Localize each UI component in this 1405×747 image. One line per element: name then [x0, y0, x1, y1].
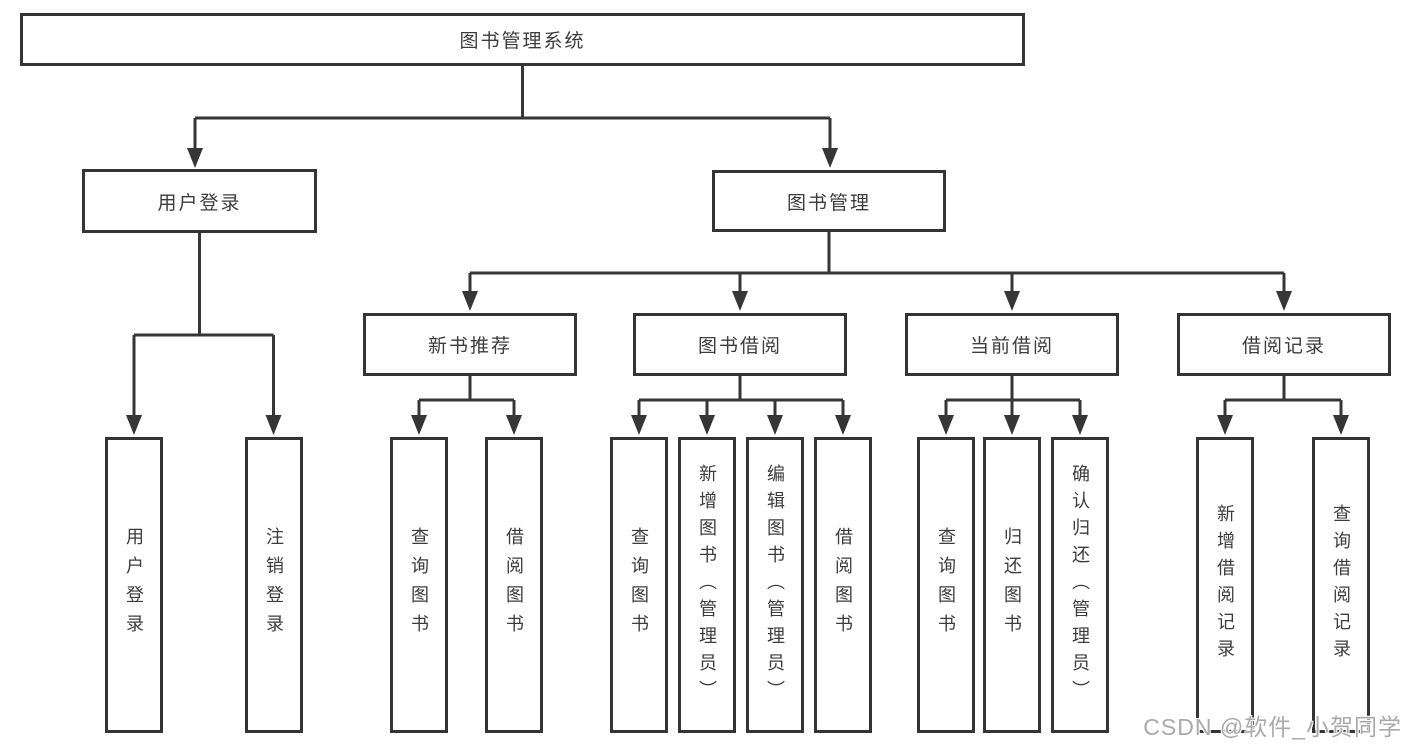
leaf-current-query-books: 查询图书: [917, 437, 975, 733]
leaf-recommend-borrow-books: 借阅图书: [485, 437, 543, 733]
leaf-user-login: 用户登录: [105, 437, 163, 733]
leaf-edit-books-admin: 编辑图书（管理员）: [746, 437, 804, 733]
node-borrow-records: 借阅记录: [1177, 313, 1391, 376]
leaf-borrow-books: 借阅图书: [814, 437, 872, 733]
node-user-login: 用户登录: [82, 169, 317, 233]
node-current-borrow: 当前借阅: [905, 313, 1119, 376]
node-root: 图书管理系统: [20, 13, 1025, 66]
leaf-add-borrow-record: 新增借阅记录: [1196, 437, 1254, 733]
leaf-borrow-query-books: 查询图书: [610, 437, 668, 733]
leaf-confirm-return-admin: 确认归还（管理员）: [1051, 437, 1109, 733]
leaf-return-books: 归还图书: [983, 437, 1041, 733]
leaf-query-borrow-record: 查询借阅记录: [1312, 437, 1370, 733]
csdn-watermark: CSDN @软件_小贺同学: [1143, 714, 1402, 740]
leaf-recommend-query-books: 查询图书: [390, 437, 448, 733]
node-book-borrow: 图书借阅: [633, 313, 847, 376]
leaf-add-books-admin: 新增图书（管理员）: [678, 437, 736, 733]
leaf-logout: 注销登录: [245, 437, 303, 733]
node-book-management: 图书管理: [712, 170, 946, 232]
node-new-book-recommend: 新书推荐: [363, 313, 577, 376]
